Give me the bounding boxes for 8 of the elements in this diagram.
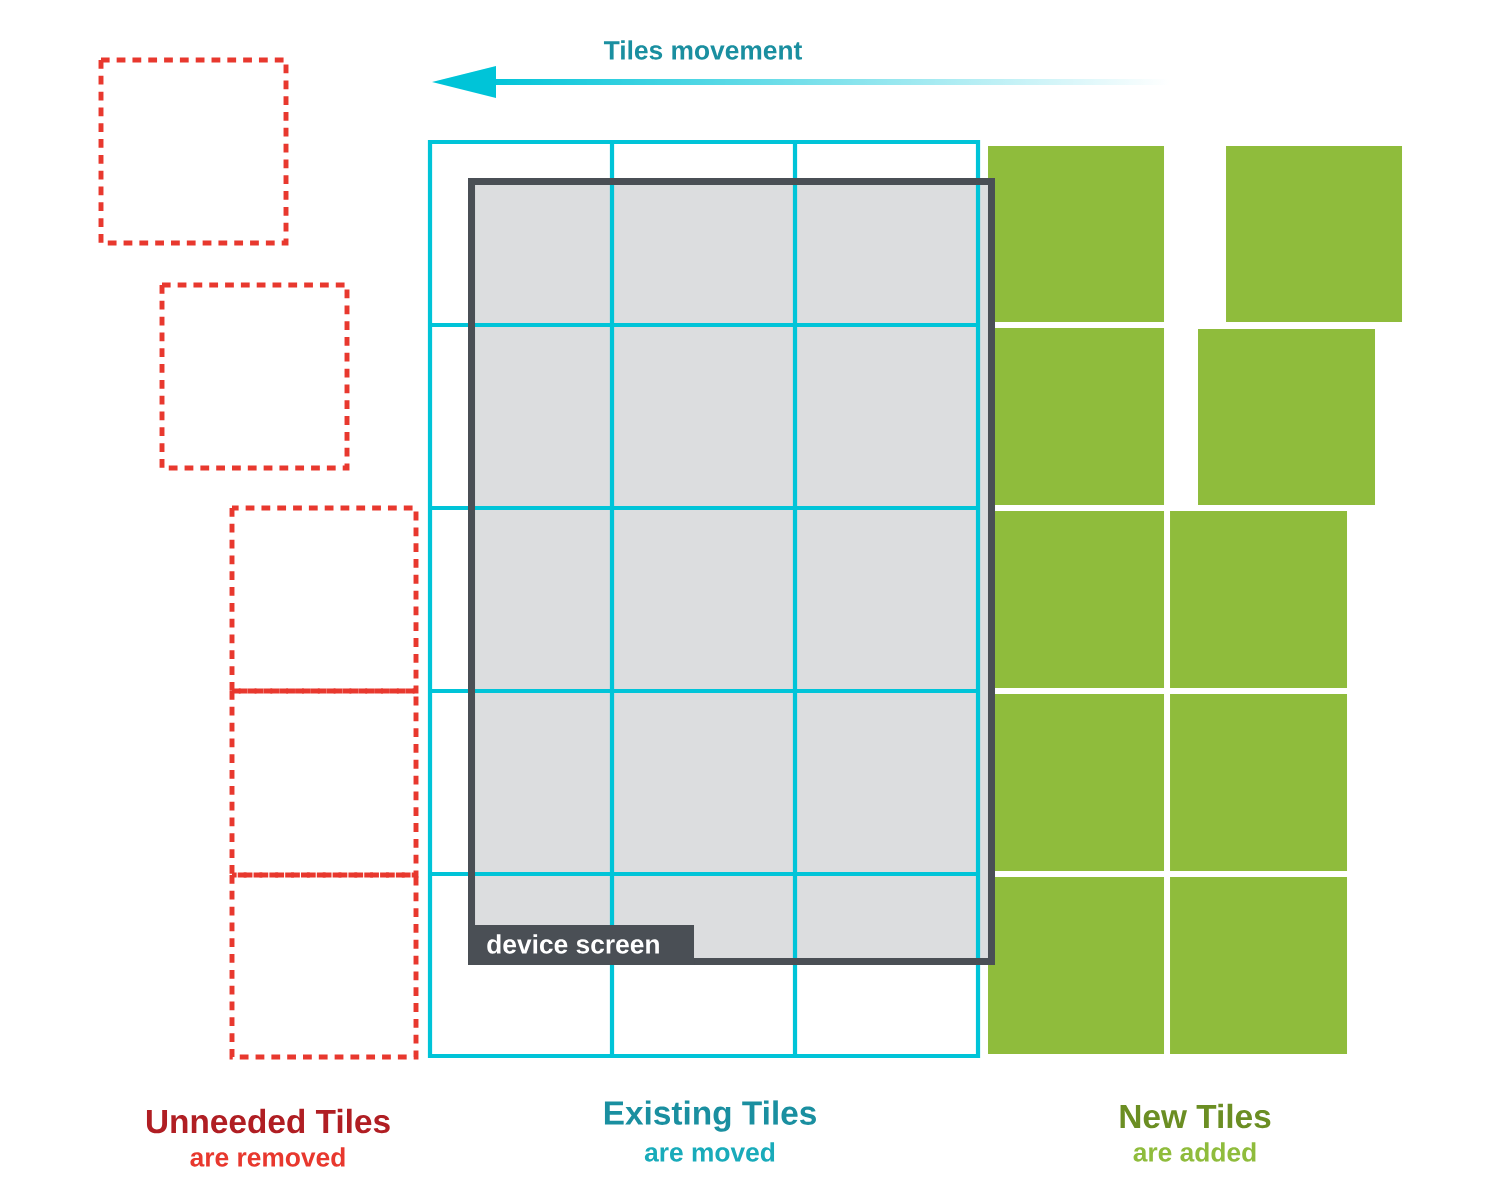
caption-subheading: are moved: [644, 1142, 775, 1162]
caption-heading: Unneeded Tiles: [146, 1108, 390, 1134]
caption-subheading: are added: [1133, 1142, 1256, 1162]
caption-subheading: are removed: [190, 1147, 345, 1167]
caption-heading: Existing Tiles: [604, 1100, 816, 1132]
device-screen: device screen: [468, 178, 995, 965]
heading: Tiles movement: [603, 40, 802, 60]
caption-heading: New Tiles: [1120, 1103, 1271, 1129]
